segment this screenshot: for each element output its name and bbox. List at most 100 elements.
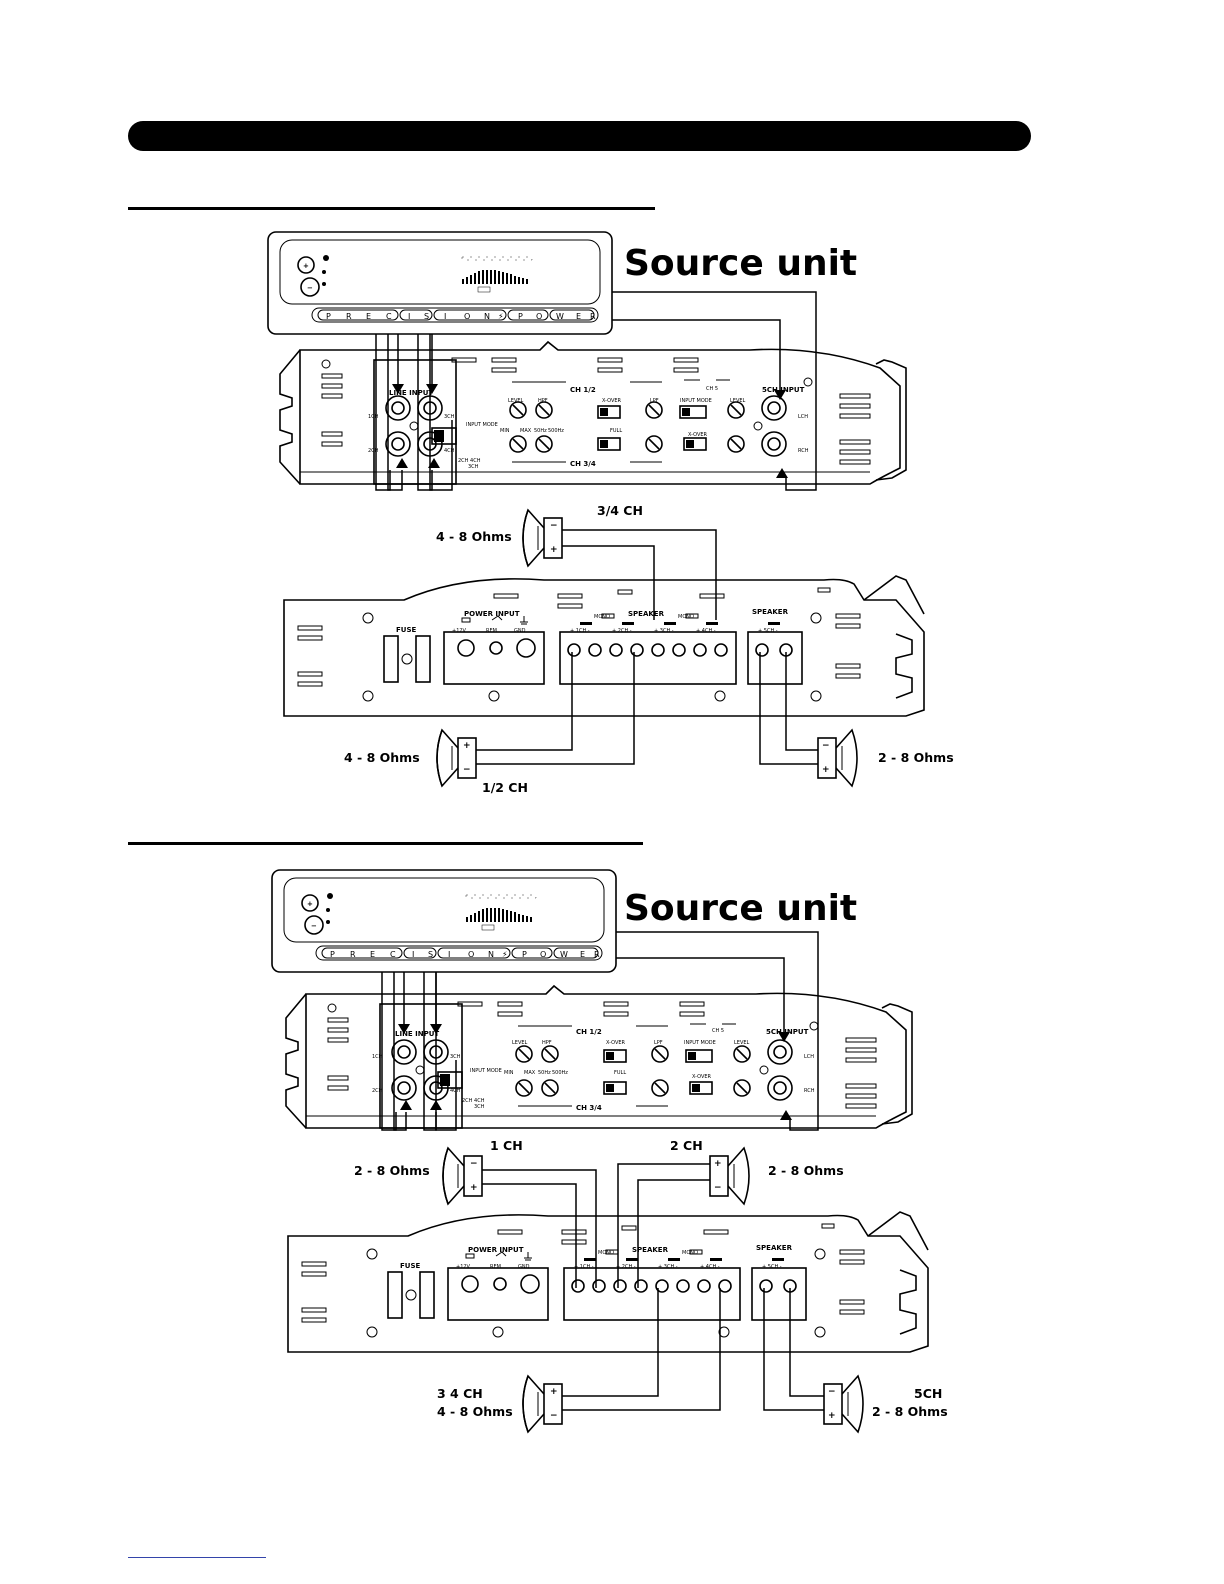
level-label-2: LEVEL — [512, 1040, 528, 1046]
ch12-label-1: CH 1/2 — [570, 386, 596, 394]
brand-letter: P — [330, 950, 335, 959]
gnd-label-2: GND — [518, 1264, 530, 1270]
mode-3ch-label-1: 3CH — [468, 464, 479, 470]
fuse-label-2: FUSE — [400, 1262, 421, 1270]
speaker-1ch-ohms-2: 2 - 8 Ohms — [354, 1163, 430, 1178]
line-input-label-2: LINE INPUT — [395, 1030, 439, 1038]
speaker-label-1: SPEAKER — [628, 610, 665, 618]
max-label-1: MAX — [520, 428, 532, 434]
terminal-2ch-label-1: + 2CH - — [612, 628, 632, 634]
svg-text:−: − — [550, 1411, 558, 1421]
brand-letter: E — [580, 950, 585, 959]
min-label-1: MIN — [500, 428, 510, 434]
speaker-label-2: SPEAKER — [632, 1246, 669, 1254]
svg-text:−: − — [550, 521, 558, 531]
hpf-label-2: HPF — [542, 1040, 552, 1046]
lch-label-1: LCH — [798, 414, 808, 420]
full-label-1: FULL — [610, 428, 622, 434]
ch12-label-2: CH 1/2 — [576, 1028, 602, 1036]
ch5-xover-label-1: X-OVER — [688, 432, 708, 438]
brand-letter: O — [540, 950, 546, 959]
brand-letter: C — [386, 312, 392, 321]
brand-letter: ⚡ — [502, 950, 508, 959]
brand-letter: I — [412, 950, 414, 959]
terminal-4ch-label-1: + 4CH - — [696, 628, 716, 634]
hz500-label-1: 500Hz — [548, 428, 564, 434]
rca-wire-1c — [417, 334, 433, 491]
hz500-label-2: 500Hz — [552, 1070, 568, 1076]
brand-letter: E — [576, 312, 581, 321]
speaker-2ch-ohms-2: 2 - 8 Ohms — [768, 1163, 844, 1178]
brand-letter: P — [326, 312, 331, 321]
ch34-label-1: CH 3/4 — [570, 460, 596, 468]
mode-options-label-2: 2CH 4CH — [462, 1098, 485, 1104]
power-input-label-2: POWER INPUT — [468, 1246, 524, 1254]
rca-wire-5ch-l1 — [612, 319, 781, 398]
speaker-34ch-ohms-2: 4 - 8 Ohms — [437, 1404, 513, 1419]
ch5-input-mode-label-2: INPUT MODE — [684, 1040, 716, 1046]
terminal-5ch-label-2: + 5CH - — [762, 1264, 782, 1270]
mono-label-2b: MONO — [682, 1250, 698, 1256]
source-unit-label-2: Source unit — [624, 888, 857, 929]
rem-label-1: REM — [486, 628, 497, 634]
svg-text:−: − — [714, 1183, 722, 1193]
svg-text:−: − — [463, 765, 471, 775]
brand-letter: R — [590, 312, 596, 321]
lpf-label-2: LPF — [654, 1040, 663, 1046]
speaker5-label-1: SPEAKER — [752, 608, 789, 616]
speaker-1ch-label-2: 1 CH — [490, 1138, 523, 1153]
gnd-label-1: GND — [514, 628, 526, 634]
v12-label-1: +12V — [452, 628, 467, 634]
svg-text:−: − — [828, 1387, 836, 1397]
power-input-label-1: POWER INPUT — [464, 610, 520, 618]
v12-label-2: +12V — [456, 1264, 471, 1270]
speaker-2ch-label-2: 2 CH — [670, 1138, 703, 1153]
brand-letter: O — [464, 312, 470, 321]
brand-letter: R — [346, 312, 352, 321]
svg-text:+: + — [822, 765, 830, 775]
speaker-2ch-2 — [709, 1147, 750, 1205]
brand-letter: R — [594, 950, 600, 959]
speaker-1ch-2 — [442, 1147, 483, 1205]
ch5-input-mode-label-1: INPUT MODE — [680, 398, 712, 404]
diagram-1: Source unit LINE INPUT 1CH 3CH 2CH 4CH I… — [267, 231, 954, 795]
hz50-label-1: 50Hz — [534, 428, 547, 434]
mode-options-label-1: 2CH 4CH — [458, 458, 481, 464]
rch-label-2: RCH — [804, 1088, 815, 1094]
brand-letter: ⚡ — [498, 312, 504, 321]
svg-text:−: − — [822, 741, 830, 751]
ch5-label-1: CH 5 — [706, 386, 718, 392]
terminal-1ch-label-1: + 1CH - — [570, 628, 590, 634]
speaker-5ch-ohms-2: 2 - 8 Ohms — [872, 1404, 948, 1419]
mode-3ch-label-2: 3CH — [474, 1104, 485, 1110]
brand-letter: W — [560, 950, 568, 959]
brand-letter: E — [366, 312, 371, 321]
speaker-12ch-ohms-1: 4 - 8 Ohms — [344, 750, 420, 765]
xover-label-1: X-OVER — [602, 398, 622, 404]
ch5-label-2: CH 5 — [712, 1028, 724, 1034]
brand-letter: P — [518, 312, 523, 321]
rca-wire-1d — [429, 334, 453, 491]
hpf-label-1: HPF — [538, 398, 548, 404]
subsection-rule-1 — [128, 207, 655, 210]
mono-label-1a: MONO — [594, 614, 610, 620]
xover-label-2: X-OVER — [606, 1040, 626, 1046]
lch-label-2: LCH — [804, 1054, 814, 1060]
svg-text:+: + — [470, 1183, 478, 1193]
speaker-5ch-label-2: 5CH — [914, 1386, 942, 1401]
line-input-label-1: LINE INPUT — [389, 389, 433, 397]
terminal-3ch-label-2: + 3CH - — [658, 1264, 678, 1270]
speaker-34ch-label-1: 3/4 CH — [597, 503, 643, 518]
brand-letter: O — [536, 312, 542, 321]
brand-letter: C — [390, 950, 396, 959]
brand-letter: I — [448, 950, 450, 959]
svg-text:+: + — [714, 1159, 722, 1169]
terminal-2ch-label-2: + 2CH - — [616, 1264, 636, 1270]
rca-wire-1b — [387, 334, 403, 491]
brand-letter: N — [484, 312, 490, 321]
diagram-2: Source unit LINE INPUT 1CH 3CH 2CH 4CH I… — [271, 869, 948, 1433]
ch5-level-label-1: LEVEL — [730, 398, 746, 404]
subsection-rule-2 — [128, 842, 643, 845]
